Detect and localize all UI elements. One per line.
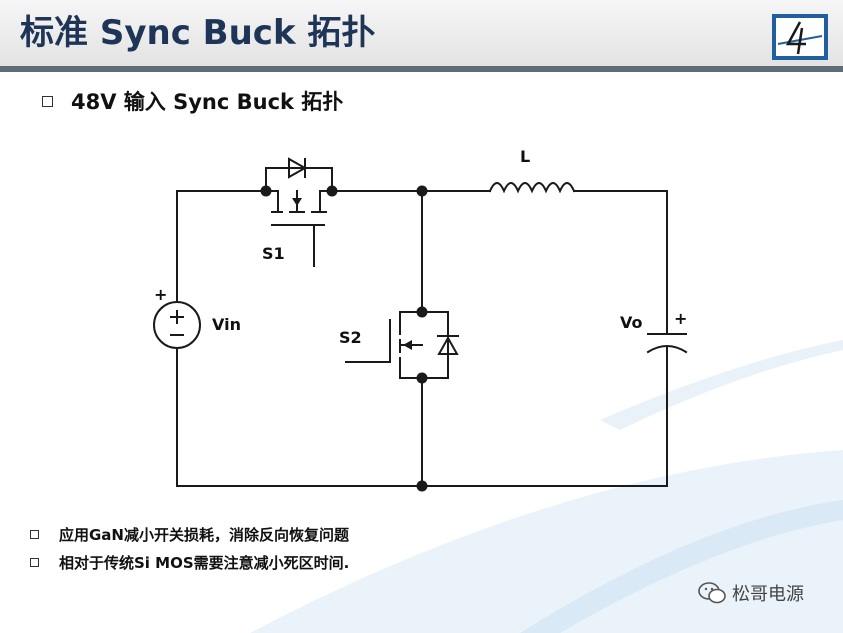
note-text: 应用GaN减小开关损耗，消除反向恢复问题 xyxy=(59,525,349,544)
notes-list: 应用GaN减小开关损耗，消除反向恢复问题 相对于传统Si MOS需要注意减小死区… xyxy=(30,520,349,576)
junction-dot xyxy=(416,185,428,197)
list-item: 应用GaN减小开关损耗，消除反向恢复问题 xyxy=(30,520,349,548)
inductor-coil xyxy=(488,182,576,194)
section-heading-text: 48V 输入 Sync Buck 拓扑 xyxy=(71,90,344,114)
watermark: 松哥电源 xyxy=(698,580,804,606)
junction-dot xyxy=(416,480,428,492)
s2-body-diode xyxy=(437,335,459,355)
junction-dot xyxy=(416,306,428,318)
s1-body-diode xyxy=(288,157,308,179)
checkbox-bullet-icon xyxy=(42,95,53,107)
list-item: 相对于传统Si MOS需要注意减小死区时间. xyxy=(30,548,349,576)
vin-plus-label: + xyxy=(154,285,168,304)
junction-dot xyxy=(260,185,272,197)
s1-label: S1 xyxy=(262,244,285,263)
company-logo xyxy=(772,14,828,60)
vo-label: Vo xyxy=(620,313,643,332)
header-divider xyxy=(0,66,843,72)
s2-label: S2 xyxy=(339,328,362,347)
inductor-label: L xyxy=(520,147,531,166)
vin-label: Vin xyxy=(212,315,241,334)
cap-plus-label: + xyxy=(674,309,688,328)
checkbox-bullet-icon xyxy=(30,557,39,567)
section-heading: 48V 输入 Sync Buck 拓扑 xyxy=(42,86,343,116)
note-text: 相对于传统Si MOS需要注意减小死区时间. xyxy=(59,553,350,572)
junction-dot xyxy=(326,185,338,197)
watermark-text: 松哥电源 xyxy=(732,584,804,605)
slide-title: 标准 Sync Buck 拓扑 xyxy=(20,13,376,53)
vin-source xyxy=(153,301,201,349)
wechat-icon xyxy=(698,582,726,604)
checkbox-bullet-icon xyxy=(30,529,39,539)
slide-header xyxy=(0,0,843,66)
junction-dot xyxy=(416,372,428,384)
